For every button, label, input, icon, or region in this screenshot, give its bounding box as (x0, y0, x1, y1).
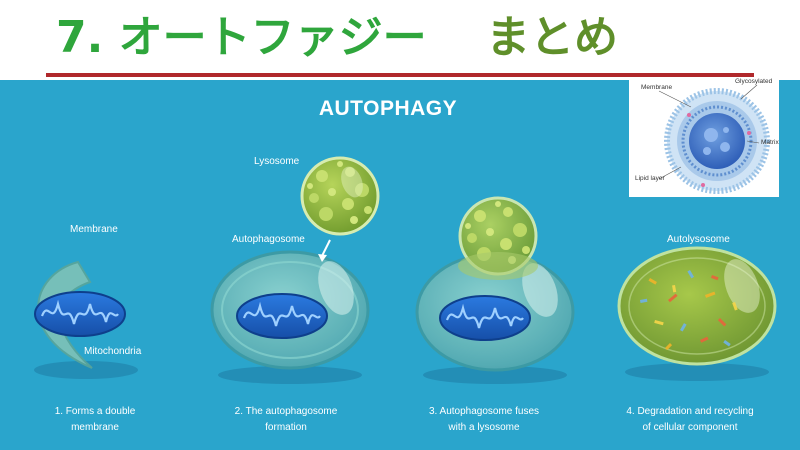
step-1-line2: membrane (71, 422, 119, 433)
label-lysosome: Lysosome (254, 156, 300, 167)
inset-label-matrix: Matrix (761, 139, 779, 146)
step-3-caption: 3. Autophagosome fuses with a lysosome (399, 404, 569, 436)
step-2-line1: 2. The autophagosome (234, 406, 338, 417)
step-3-line2: with a lysosome (448, 422, 520, 433)
inset-label-lipid-layer: Lipid layer (635, 175, 665, 182)
lipid-vesicle-inset: Membrane Glycosylated Matrix Lipid layer (629, 77, 779, 197)
stage1-illustration (33, 260, 138, 379)
step-1-caption: 1. Forms a double membrane (10, 404, 180, 436)
slide-title: 7. オートファジー まとめ (56, 6, 618, 70)
slide-title-text: オートファジー (118, 12, 427, 63)
step-2-caption: 2. The autophagosome formation (201, 404, 371, 436)
step-4-caption: 4. Degradation and recycling of cellular… (605, 404, 775, 436)
step-3-line1: 3. Autophagosome fuses (428, 406, 540, 417)
slide-number: 7. (56, 12, 104, 63)
step-1-line1: 1. Forms a double (54, 406, 136, 417)
label-autolysosome: Autolysosome (667, 234, 730, 245)
step-2-line2: formation (265, 422, 307, 433)
label-membrane: Membrane (70, 224, 118, 235)
inset-label-membrane: Membrane (641, 84, 673, 91)
title-underline (46, 73, 754, 77)
inset-label-glycosylated: Glycosylated (735, 78, 773, 85)
step-4-line1: 4. Degradation and recycling (626, 406, 754, 417)
stage4-illustration (617, 246, 777, 381)
stage3-illustration (415, 196, 575, 384)
diagram-title: AUTOPHAGY (318, 97, 458, 120)
step-4-line2: of cellular component (642, 422, 738, 433)
label-mitochondria: Mitochondria (84, 346, 142, 357)
label-autophagosome: Autophagosome (232, 234, 305, 245)
stage2-illustration (210, 156, 380, 384)
vesicle-illustration (658, 84, 770, 194)
slide-subtitle: まとめ (486, 12, 618, 63)
